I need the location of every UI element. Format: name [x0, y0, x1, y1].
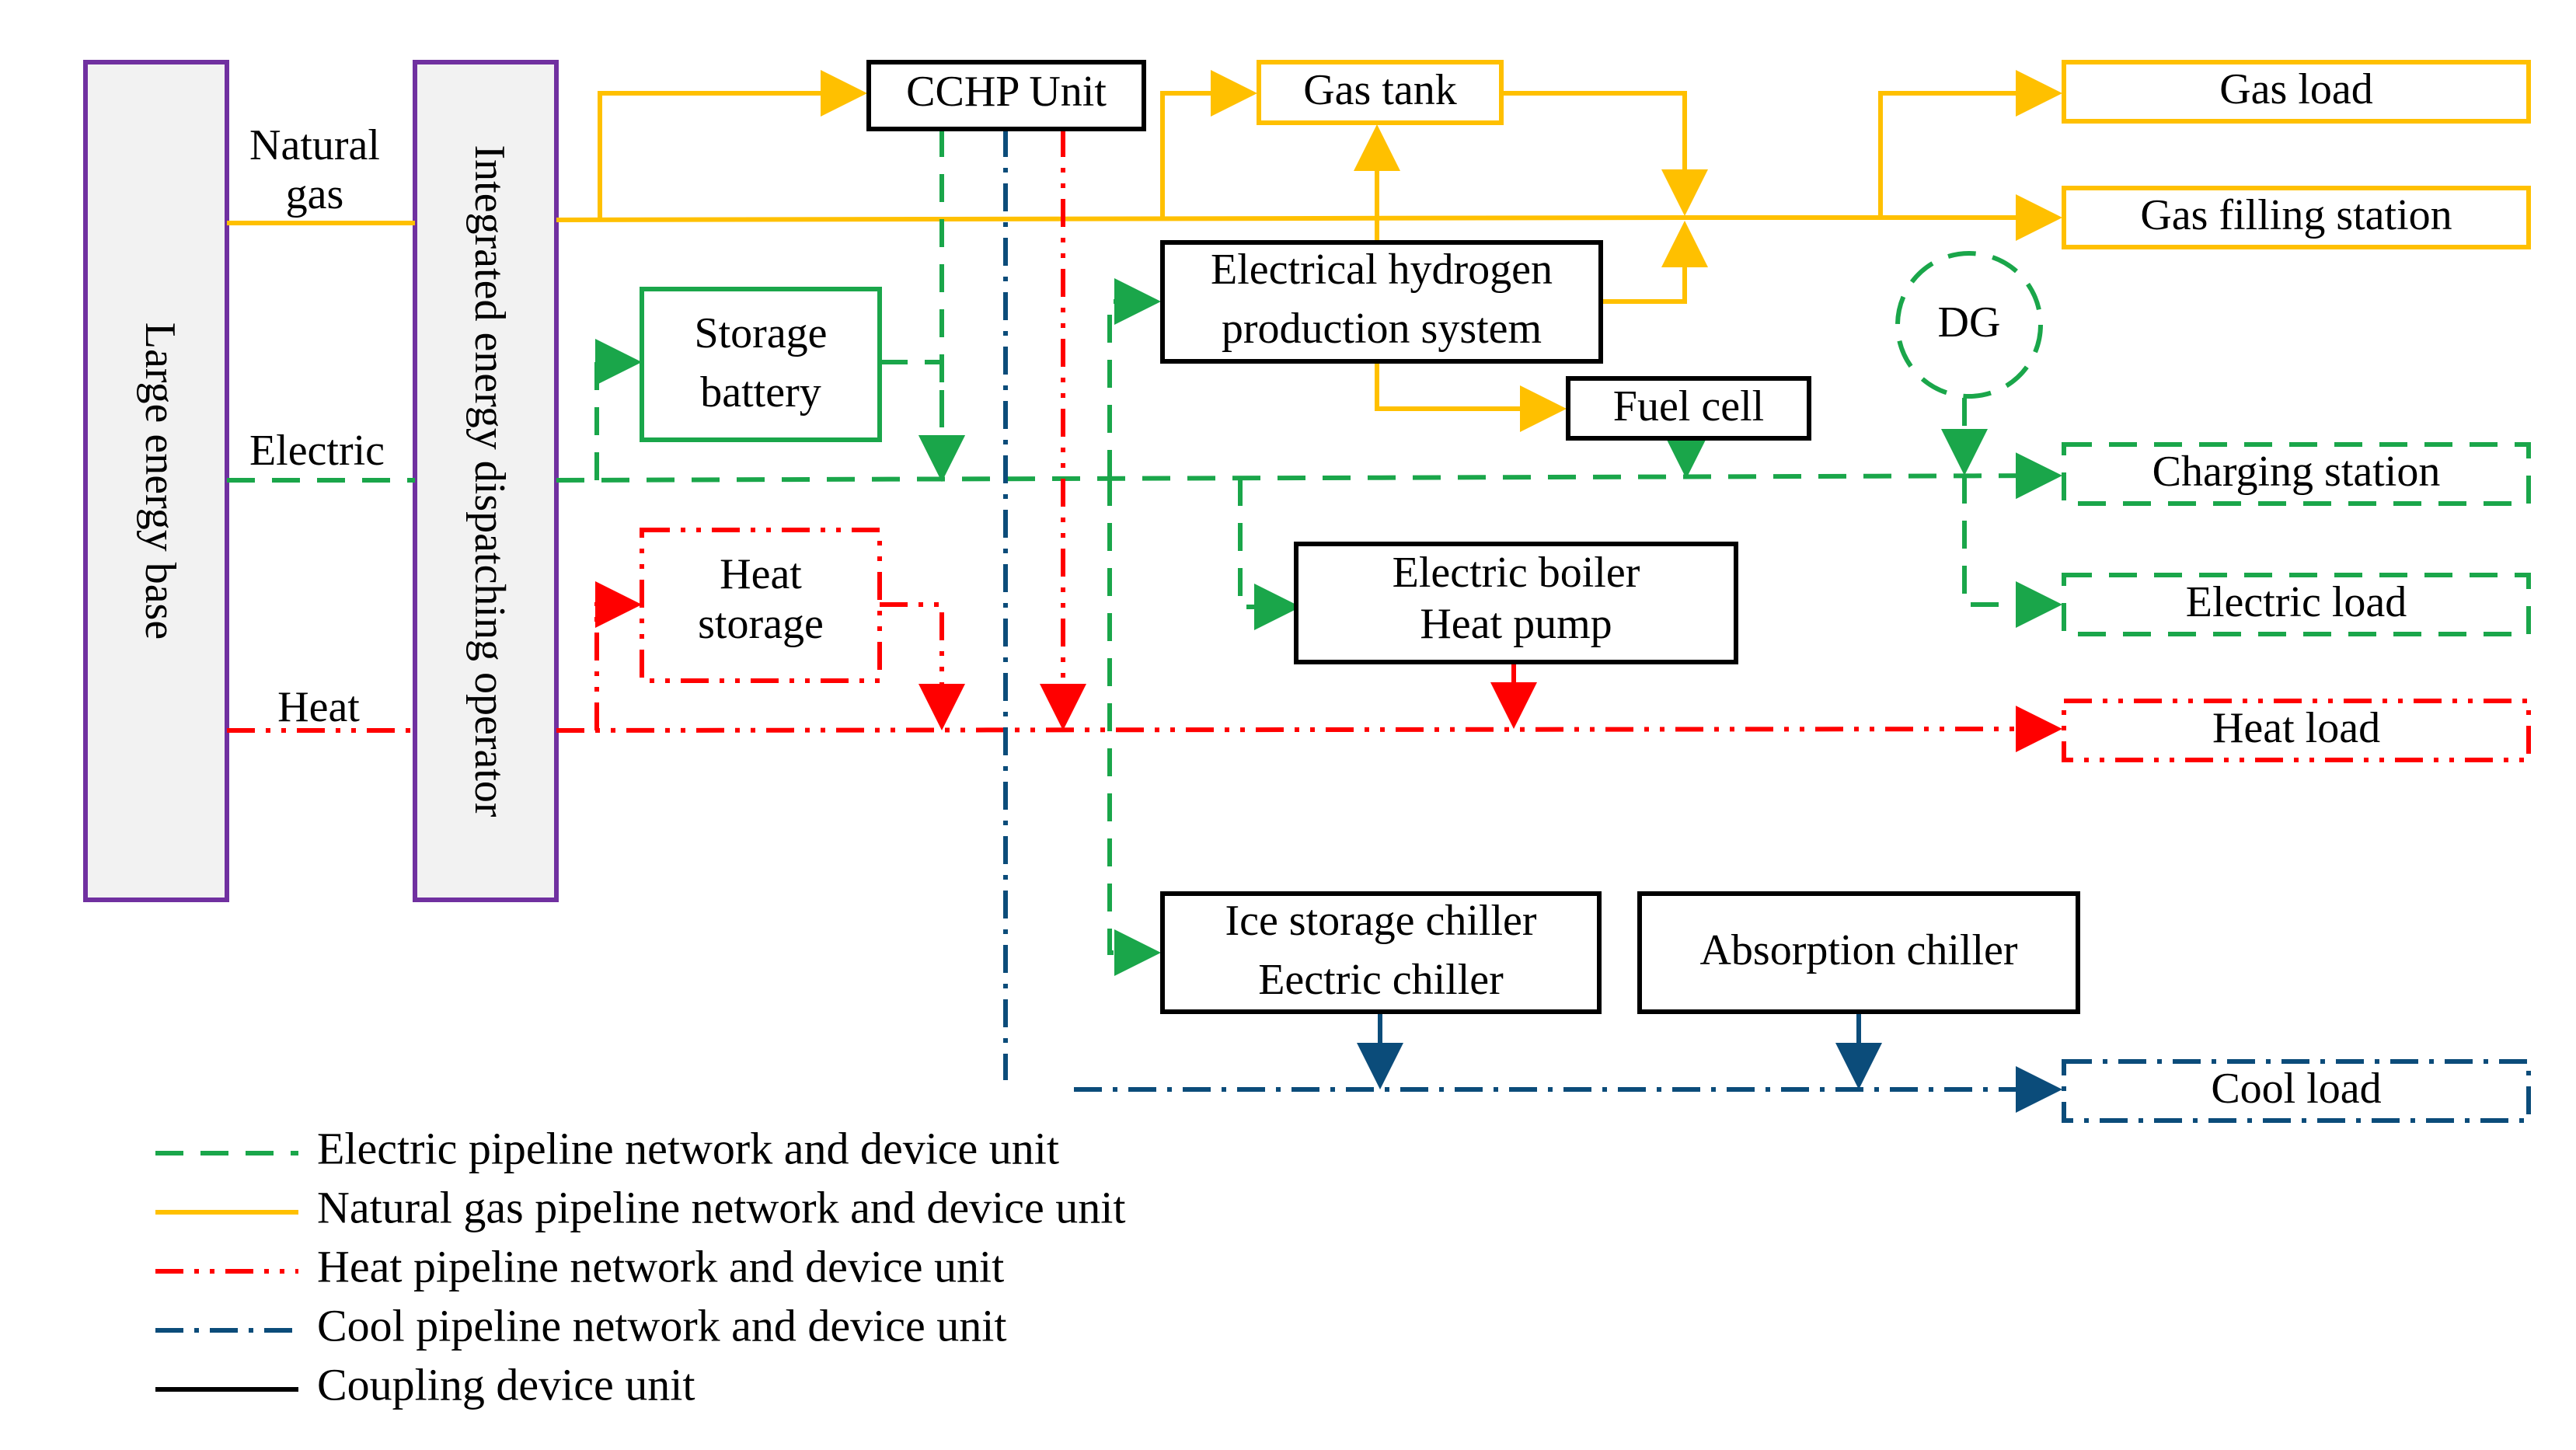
- heat-storage-label-2: storage: [698, 600, 824, 648]
- dg-label: DG: [1938, 298, 2001, 347]
- cool-load-box: [2062, 1059, 2531, 1123]
- legend-electric-label: Electric pipeline network and device uni…: [317, 1123, 1059, 1173]
- heat-load-label: Heat load: [2212, 704, 2380, 752]
- charging-station-label: Charging station: [2152, 448, 2441, 496]
- gas-load-box: [2062, 60, 2531, 124]
- heat-storage-box: [640, 528, 882, 683]
- heat-load-box: [2062, 699, 2531, 762]
- ice-storage-chiller-label-1: Ice storage chiller: [1225, 897, 1536, 945]
- natural-gas-label-1: Natural: [249, 121, 380, 169]
- cchp-unit-box: [866, 60, 1146, 131]
- gas-tank-label: Gas tank: [1303, 66, 1457, 114]
- dispatching-operator-label: Integrated energy dispatching operator: [465, 145, 514, 817]
- gas-filling-station-box: [2062, 186, 2531, 249]
- storage-battery-label-2: battery: [700, 368, 821, 417]
- heat-network: [227, 129, 2062, 753]
- hydrogen-production-label-1: Electrical hydrogen: [1211, 246, 1553, 294]
- gas-tank-box: [1257, 60, 1504, 125]
- electric-boiler-box: [1294, 542, 1738, 664]
- legend-heat-label: Heat pipeline network and device unit: [317, 1241, 1004, 1291]
- heat-storage-label-1: Heat: [720, 550, 802, 598]
- dispatching-operator-box: [413, 60, 559, 902]
- electric-load-label: Electric load: [2186, 578, 2407, 626]
- cchp-unit-label: CCHP Unit: [906, 68, 1107, 116]
- dg-circle: [1895, 251, 2043, 399]
- hydrogen-production-label-2: production system: [1222, 305, 1542, 353]
- electric-network: [227, 129, 2062, 976]
- fuel-cell-box: [1566, 376, 1811, 441]
- ice-storage-chiller-label-2: Eectric chiller: [1258, 956, 1504, 1004]
- legend-cool-label: Cool pipeline network and device unit: [317, 1300, 1007, 1351]
- natural-gas-label-2: gas: [286, 170, 344, 218]
- hydrogen-production-box: [1160, 240, 1603, 364]
- storage-battery-label-1: Storage: [694, 309, 827, 357]
- fuel-cell-label: Fuel cell: [1613, 382, 1764, 430]
- gas-load-label: Gas load: [2219, 65, 2373, 113]
- gas-filling-station-label: Gas filling station: [2140, 191, 2452, 239]
- electric-boiler-label-2: Heat pump: [1420, 600, 1612, 648]
- electric-boiler-label-1: Electric boiler: [1393, 549, 1640, 597]
- heat-label: Heat: [277, 683, 360, 731]
- electric-label: Electric: [249, 427, 385, 475]
- absorption-chiller-box: [1637, 891, 2080, 1014]
- cool-load-label: Cool load: [2211, 1065, 2381, 1113]
- electric-load-box: [2062, 573, 2531, 636]
- cool-network: [1003, 129, 2062, 1113]
- legend-coupling-label: Coupling device unit: [317, 1359, 695, 1410]
- gas-network: [227, 70, 2062, 432]
- large-energy-base-label: Large energy base: [136, 322, 184, 640]
- absorption-chiller-label: Absorption chiller: [1699, 926, 2017, 974]
- large-energy-base-box: [83, 60, 229, 902]
- charging-station-box: [2062, 442, 2531, 506]
- legend-gas-label: Natural gas pipeline network and device …: [317, 1182, 1125, 1232]
- ice-storage-chiller-box: [1160, 891, 1602, 1014]
- legend: Electric pipeline network and device uni…: [155, 1123, 1125, 1410]
- storage-battery-box: [640, 287, 882, 442]
